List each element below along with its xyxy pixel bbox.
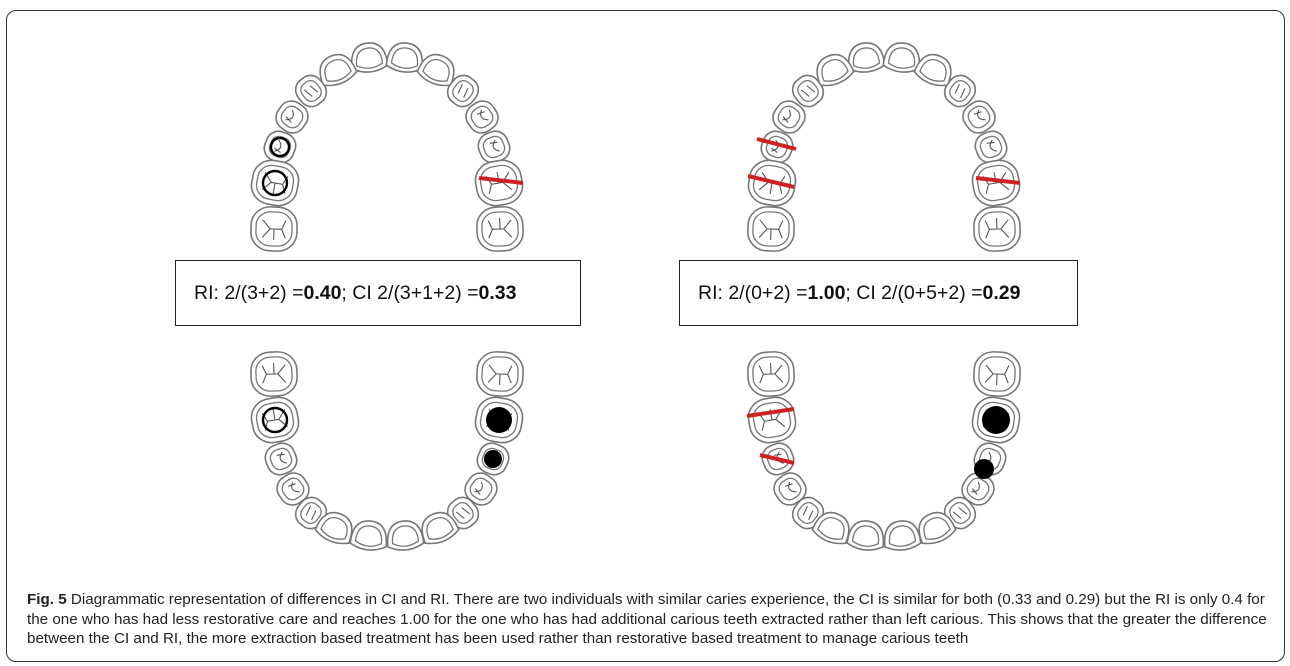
restored-tooth-ring	[261, 169, 289, 197]
premolar-tooth	[477, 130, 511, 164]
incisor-tooth	[350, 42, 389, 73]
molar-tooth	[747, 351, 795, 397]
canine-tooth	[943, 74, 977, 108]
molar-tooth	[250, 396, 300, 444]
extraction-line	[478, 176, 524, 185]
molar-tooth	[973, 351, 1021, 397]
canine-tooth	[294, 496, 328, 530]
right-ci-value: 0.29	[982, 281, 1021, 304]
extraction-line	[975, 176, 1021, 185]
molar-tooth	[250, 159, 300, 207]
figure-caption: Fig. 5 Diagrammatic representation of di…	[27, 590, 1277, 649]
right-formula-box: RI: 2/(0+2) = 1.00 ; CI 2/(0+5+2) = 0.29	[679, 260, 1078, 326]
teeth-layer	[250, 42, 1021, 551]
incisor-tooth	[847, 42, 886, 73]
incisor-tooth	[416, 53, 455, 87]
incisor-tooth	[882, 42, 921, 73]
premolar-tooth	[465, 100, 499, 134]
incisor-tooth	[386, 520, 425, 551]
incisor-tooth	[816, 53, 855, 87]
left-ri-value: 0.40	[303, 281, 342, 304]
molar-tooth	[747, 206, 795, 252]
dental-charts-diagram	[250, 42, 1021, 551]
left-formula-middle: ; CI 2/(3+1+2) =	[341, 281, 479, 304]
marks-layer	[261, 136, 1021, 479]
figure-label: Fig. 5	[27, 591, 67, 608]
premolar-tooth	[264, 442, 298, 476]
molar-tooth	[747, 396, 797, 444]
figure-caption-text: Diagrammatic representation of differenc…	[27, 591, 1267, 648]
premolar-tooth	[773, 472, 807, 506]
incisor-tooth	[846, 520, 885, 551]
carious-tooth-dot	[982, 406, 1010, 434]
extraction-line	[747, 174, 795, 189]
carious-tooth-dot	[974, 459, 994, 479]
premolar-tooth	[772, 100, 806, 134]
right-formula-middle: ; CI 2/(0+5+2) =	[845, 281, 983, 304]
premolar-tooth	[275, 100, 309, 134]
canine-tooth	[943, 496, 977, 530]
molar-tooth	[250, 206, 298, 252]
molar-tooth	[250, 351, 298, 397]
premolar-tooth	[464, 472, 498, 506]
restored-tooth-ring	[261, 406, 289, 434]
extraction-line	[759, 453, 795, 465]
right-ri-value: 1.00	[807, 281, 846, 304]
incisor-tooth	[883, 520, 922, 551]
molar-tooth	[476, 206, 524, 252]
figure-frame: RI: 2/(3+2) = 0.40 ; CI 2/(3+1+2) = 0.33…	[6, 10, 1285, 662]
premolar-tooth	[962, 100, 996, 134]
incisor-tooth	[918, 511, 957, 545]
left-ci-value: 0.33	[478, 281, 517, 304]
restored-tooth-ring	[269, 136, 291, 158]
incisor-tooth	[319, 53, 358, 87]
right-formula-prefix: RI: 2/(0+2) =	[698, 281, 808, 304]
incisor-tooth	[349, 520, 388, 551]
molar-tooth	[476, 351, 524, 397]
canine-tooth	[446, 74, 480, 108]
left-formula-box: RI: 2/(3+2) = 0.40 ; CI 2/(3+1+2) = 0.33	[175, 260, 581, 326]
canine-tooth	[791, 74, 825, 108]
carious-tooth-dot	[484, 450, 502, 468]
canine-tooth	[294, 74, 328, 108]
extraction-line	[746, 407, 795, 418]
incisor-tooth	[421, 511, 460, 545]
incisor-tooth	[811, 511, 850, 545]
incisor-tooth	[913, 53, 952, 87]
incisor-tooth	[385, 42, 424, 73]
incisor-tooth	[314, 511, 353, 545]
carious-tooth-dot	[486, 407, 512, 433]
extraction-line	[756, 137, 797, 151]
molar-tooth	[973, 206, 1021, 252]
molar-tooth	[474, 159, 524, 207]
canine-tooth	[791, 496, 825, 530]
left-formula-prefix: RI: 2/(3+2) =	[194, 281, 304, 304]
